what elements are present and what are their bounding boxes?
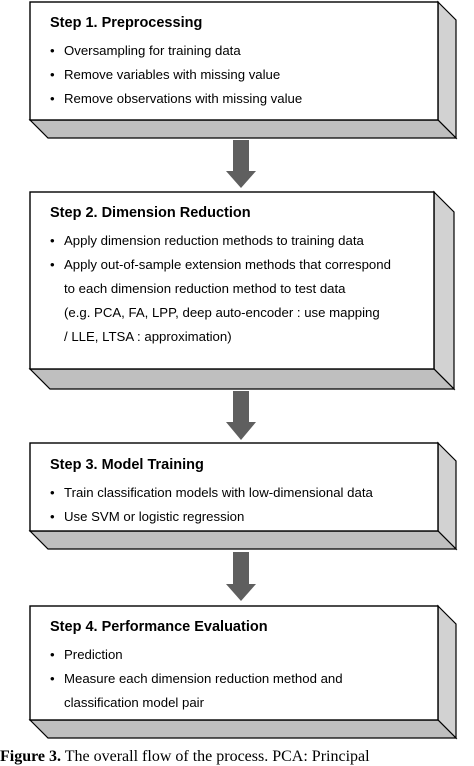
step-2-content: Step 2. Dimension Reduction •Apply dimen… <box>50 205 391 349</box>
step-1-title: Step 1. Preprocessing <box>50 15 203 31</box>
step-1-item: •Remove variables with missing value <box>50 63 302 87</box>
step-3-item: •Train classification models with low-di… <box>50 481 373 505</box>
step-3-item: •Use SVM or logistic regression <box>50 505 373 529</box>
bullet-icon: • <box>50 671 55 686</box>
arrow-2-down <box>226 391 256 440</box>
step-1-box-front <box>29 1 439 121</box>
step-3-box-bottom <box>28 530 458 550</box>
step-1-box-side <box>437 0 457 140</box>
bullet-icon: • <box>50 509 55 524</box>
step-4-box <box>28 604 458 740</box>
arrow-1-shaft <box>233 140 249 171</box>
step-3-list: •Train classification models with low-di… <box>50 481 373 529</box>
arrow-3-shaft <box>233 552 249 584</box>
step-3-box <box>28 441 458 551</box>
arrow-2-head <box>226 422 256 440</box>
step-3-box-front <box>29 442 439 532</box>
step-2-title: Step 2. Dimension Reduction <box>50 205 251 221</box>
step-2-item-continuation: to each dimension reduction method to te… <box>64 281 346 296</box>
step-4-item: •Prediction <box>50 643 343 667</box>
arrow-1-head <box>226 171 256 188</box>
step-2-box-bottom <box>28 368 456 390</box>
step-4-box-front <box>29 605 439 721</box>
figure-label: Figure 3. <box>0 748 62 765</box>
bullet-icon: • <box>50 43 55 58</box>
step-4-box-bottom <box>28 719 458 739</box>
step-4-list: •Prediction •Measure each dimension redu… <box>50 643 343 715</box>
step-2-item-continuation: / LLE, LTSA : approximation) <box>64 329 232 344</box>
arrow-3-head <box>226 584 256 601</box>
bullet-icon: • <box>50 647 55 662</box>
step-4-box-side <box>437 604 457 740</box>
bullet-icon: • <box>50 91 55 106</box>
step-2-item: •Apply dimension reduction methods to tr… <box>50 229 391 253</box>
bullet-icon: • <box>50 67 55 82</box>
step-1-item: •Remove observations with missing value <box>50 87 302 111</box>
step-2-list: •Apply dimension reduction methods to tr… <box>50 229 391 349</box>
step-2-box-side <box>433 190 455 391</box>
arrow-1-down <box>226 140 256 188</box>
step-2-item: •Apply out-of-sample extension methods t… <box>50 253 391 277</box>
step-3-title: Step 3. Model Training <box>50 457 204 473</box>
bullet-icon: • <box>50 257 55 272</box>
figure-caption: Figure 3. The overall flow of the proces… <box>0 748 474 766</box>
step-1-list: •Oversampling for training data •Remove … <box>50 39 302 111</box>
bullet-icon: • <box>50 233 55 248</box>
step-2-box-front <box>29 191 435 370</box>
arrow-2-shaft <box>233 391 249 422</box>
figure-caption-text: The overall flow of the process. PCA: Pr… <box>64 748 370 765</box>
bullet-icon: • <box>50 485 55 500</box>
step-2-item-continuation: (e.g. PCA, FA, LPP, deep auto-encoder : … <box>64 305 380 320</box>
step-1-content: Step 1. Preprocessing •Oversampling for … <box>50 15 302 111</box>
step-4-title: Step 4. Performance Evaluation <box>50 619 268 635</box>
step-1-item: •Oversampling for training data <box>50 39 302 63</box>
arrow-3-down <box>226 552 256 601</box>
step-2-box <box>28 190 456 391</box>
step-4-item-continuation: classification model pair <box>64 695 204 710</box>
step-3-content: Step 3. Model Training •Train classifica… <box>50 457 373 529</box>
step-4-item: •Measure each dimension reduction method… <box>50 667 343 691</box>
step-4-content: Step 4. Performance Evaluation •Predicti… <box>50 619 343 715</box>
step-1-box <box>28 0 458 140</box>
step-1-box-bottom <box>28 119 458 139</box>
